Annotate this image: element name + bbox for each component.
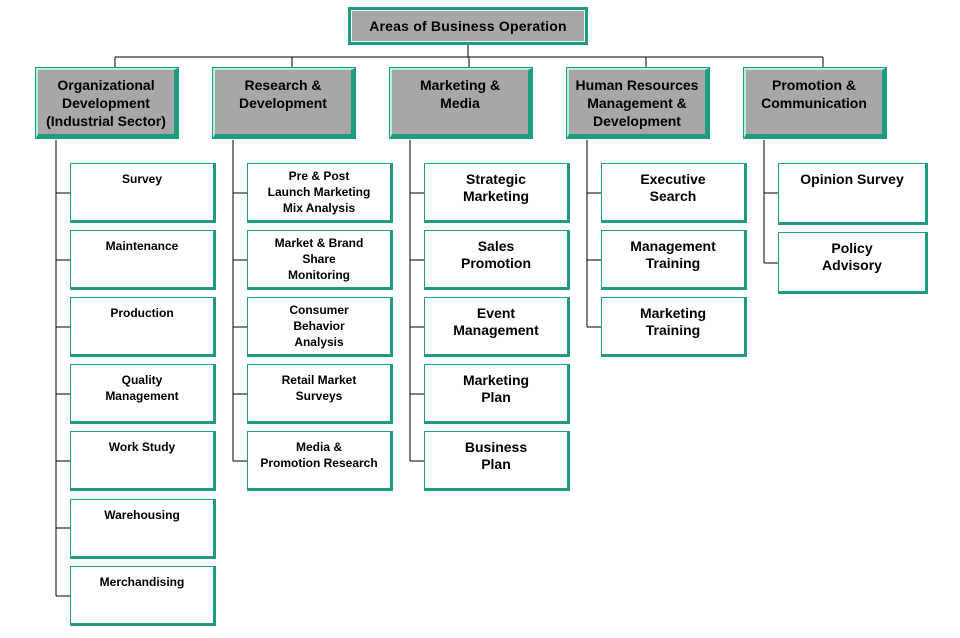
dept-research-development: Research & Development	[212, 67, 356, 139]
box-pre-post-launch: Pre & Post Launch Marketing Mix Analysis	[247, 163, 393, 223]
box-consumer-behavior: Consumer Behavior Analysis	[247, 297, 393, 357]
box-executive-search: Executive Search	[601, 163, 747, 223]
box-production: Production	[70, 297, 216, 357]
box-merchandising: Merchandising	[70, 566, 216, 626]
dept-human-resources: Human Resources Management & Development	[566, 67, 710, 139]
dept-promotion-communication: Promotion & Communication	[743, 67, 887, 139]
box-maintenance: Maintenance	[70, 230, 216, 290]
dept-organizational-development: Organizational Development (Industrial S…	[35, 67, 179, 139]
dept-marketing-media: Marketing & Media	[389, 67, 533, 139]
box-strategic-marketing: Strategic Marketing	[424, 163, 570, 223]
box-work-study: Work Study	[70, 431, 216, 491]
box-warehousing: Warehousing	[70, 499, 216, 559]
root-label: Areas of Business Operation	[351, 10, 585, 42]
box-opinion-survey: Opinion Survey	[778, 163, 928, 225]
box-market-brand-share: Market & Brand Share Monitoring	[247, 230, 393, 290]
root-box: Areas of Business Operation	[348, 7, 588, 45]
box-retail-market-surveys: Retail Market Surveys	[247, 364, 393, 424]
box-business-plan: Business Plan	[424, 431, 570, 491]
box-policy-advisory: Policy Advisory	[778, 232, 928, 294]
box-marketing-training: Marketing Training	[601, 297, 747, 357]
box-media-promotion-research: Media & Promotion Research	[247, 431, 393, 491]
box-sales-promotion: Sales Promotion	[424, 230, 570, 290]
box-management-training: Management Training	[601, 230, 747, 290]
box-survey: Survey	[70, 163, 216, 223]
box-marketing-plan: Marketing Plan	[424, 364, 570, 424]
box-quality-management: Quality Management	[70, 364, 216, 424]
box-event-management: Event Management	[424, 297, 570, 357]
